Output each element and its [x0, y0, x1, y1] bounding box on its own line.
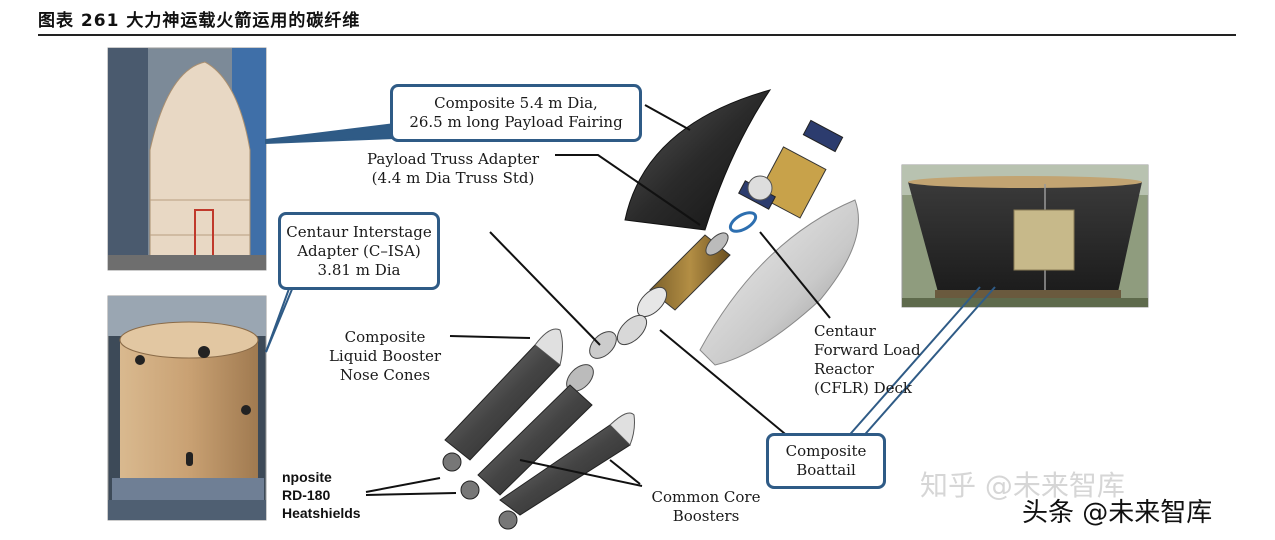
title-rule [38, 34, 1236, 36]
truss-adapter-ring [728, 211, 758, 233]
boattail-photo [901, 164, 1149, 308]
cisa-callout: Centaur Interstage Adapter (C–ISA) 3.81 … [278, 212, 440, 290]
watermark-faint: 知乎 @未来智库 [920, 469, 1125, 502]
liquid-booster-left [444, 328, 563, 461]
fairing-callout: Composite 5.4 m Dia, 26.5 m long Payload… [390, 84, 642, 142]
centaur-stage [649, 232, 731, 311]
arrows [365, 104, 831, 496]
satellite [738, 119, 844, 219]
interstage-parts [566, 286, 668, 392]
nose-cones-label: Composite Liquid Booster Nose Cones [328, 328, 442, 384]
cflr-label: Centaur Forward Load Reactor (CFLR) Deck [814, 322, 921, 397]
ccb-label: Common Core Boosters [651, 488, 761, 525]
rd180-label: nposite RD-180 Heatshields [282, 469, 361, 521]
payload-fairing-half-dark [624, 89, 772, 231]
truss-label: Payload Truss Adapter (4.4 m Dia Truss S… [366, 150, 540, 187]
rd180-heatshields [442, 452, 518, 530]
figure-title: 图表 261 大力神运载火箭运用的碳纤维 [38, 11, 361, 31]
common-core-center [477, 384, 593, 496]
payload-fairing-half-white [699, 199, 859, 366]
fairing-photo [107, 47, 267, 271]
leader-lines [265, 122, 996, 441]
boattail-callout: Composite Boattail [766, 433, 886, 489]
cisa-photo [107, 295, 267, 521]
watermark-dark: 头条 @未来智库 [1022, 498, 1213, 528]
